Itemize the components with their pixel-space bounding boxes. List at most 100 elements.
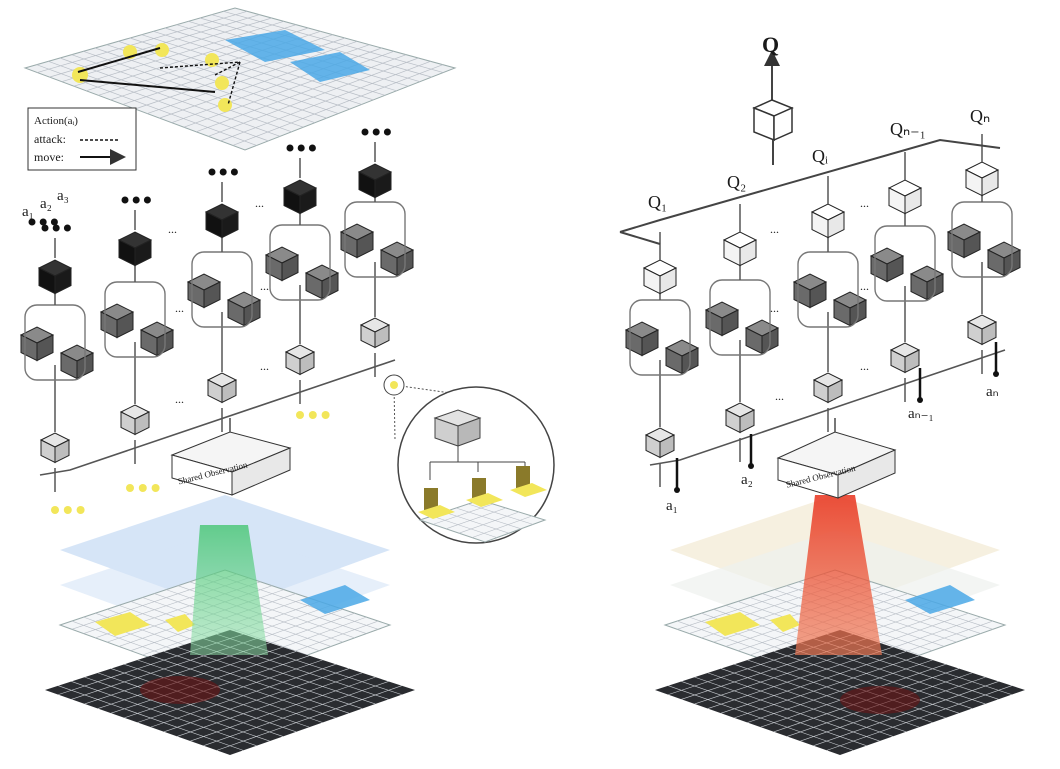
q-value-cube — [887, 179, 923, 215]
unit-region — [770, 614, 800, 632]
game-scene-blob — [140, 676, 220, 704]
left-agent-network: .................. — [19, 128, 415, 514]
attack-line — [227, 61, 241, 106]
game-screen-plane — [45, 630, 415, 755]
hidden-cube — [264, 246, 300, 282]
hidden-cube — [59, 344, 95, 380]
right-panel: Shared Observation .................. Q … — [619, 32, 1025, 755]
ellipsis-text: ... — [255, 196, 264, 210]
right-action-a1: a₁ — [666, 498, 678, 514]
attack-line — [159, 61, 241, 69]
right-shared-observation: Shared Observation — [776, 431, 897, 499]
agent-dots — [126, 484, 160, 492]
unit-marker — [155, 43, 169, 57]
ellipsis-text: ... — [775, 389, 784, 403]
zoom-inset — [383, 374, 555, 544]
input-embedding-cube — [724, 402, 756, 434]
red-observation-beam — [795, 495, 882, 655]
input-embedding-cube — [359, 317, 391, 349]
hidden-cube — [946, 223, 982, 259]
left-action-labels: a₁ a₂ a₃ — [22, 188, 69, 220]
hidden-cube — [664, 339, 700, 375]
blue-region — [290, 52, 370, 82]
q-value-cube — [810, 203, 846, 239]
blue-region — [225, 30, 325, 62]
action-head-cube — [357, 163, 393, 199]
action-head-cube — [117, 231, 153, 267]
hidden-cube — [832, 291, 868, 327]
hidden-cube — [304, 264, 340, 300]
q-label-n: Qₙ — [970, 106, 990, 126]
input-embedding-cube — [812, 372, 844, 404]
ellipsis-text: ... — [770, 301, 779, 315]
agent-dots — [51, 506, 85, 514]
input-embedding-cube — [119, 404, 151, 436]
action-head-cube — [37, 259, 73, 295]
legend-move-label: move: — [34, 150, 64, 164]
hidden-cube — [744, 319, 780, 355]
game-scene-blob — [840, 686, 920, 714]
unit-region — [705, 612, 760, 636]
hidden-cube — [909, 265, 945, 301]
hidden-cube — [186, 273, 222, 309]
output-dots — [121, 196, 151, 204]
input-embedding-cube — [206, 372, 238, 404]
ellipsis-text: ... — [260, 359, 269, 373]
hidden-cube — [986, 241, 1022, 277]
unit-marker — [218, 98, 232, 112]
hidden-cube — [139, 321, 175, 357]
hidden-cube — [869, 247, 905, 283]
hidden-cube — [704, 301, 740, 337]
left-shared-observation: Shared Observation — [170, 431, 292, 496]
blue-region — [905, 585, 975, 614]
hidden-cube — [792, 273, 828, 309]
ellipsis-text: ... — [175, 301, 184, 315]
q-value-cube — [722, 231, 758, 267]
move-arrow — [79, 79, 216, 93]
observation-bus — [39, 359, 396, 476]
agent-dots — [296, 411, 330, 419]
q-value-cube — [642, 259, 678, 295]
action-legend: Action(aᵢ) attack: move: — [27, 107, 137, 171]
unit-marker — [215, 76, 229, 90]
input-embedding-cube — [644, 427, 676, 459]
output-dots — [41, 224, 71, 232]
left-panel: Action(aᵢ) attack: move: Shared Observ — [19, 7, 555, 755]
right-agent-network: .................. — [624, 134, 1022, 487]
blue-region — [300, 585, 370, 614]
legend-title: Action(aᵢ) — [34, 115, 78, 127]
hidden-cube — [99, 303, 135, 339]
action-head-cube — [282, 179, 318, 215]
output-dots — [28, 218, 58, 226]
unit-region — [95, 612, 150, 636]
ellipsis-text: ... — [860, 359, 869, 373]
q-label-i: Qᵢ — [812, 146, 828, 166]
q-label-1: Q₁ — [648, 192, 667, 212]
right-action-an: aₙ — [986, 384, 999, 400]
game-screen-plane — [655, 630, 1025, 755]
move-arrow — [77, 47, 161, 73]
q-label-2: Q₂ — [727, 172, 746, 192]
observation-bus — [649, 349, 1006, 466]
input-embedding-cube — [284, 344, 316, 376]
q-total-node: Q — [752, 32, 794, 165]
right-layer-stack — [655, 495, 1025, 755]
left-layer-stack — [45, 495, 415, 755]
q-total-label: Q — [762, 32, 779, 57]
right-action-an-1: aₙ₋₁ — [908, 406, 934, 422]
mixing-bus-line — [619, 138, 1001, 233]
hidden-cube — [624, 321, 660, 357]
legend-attack-label: attack: — [34, 132, 66, 146]
input-embedding-cube — [966, 314, 998, 346]
action-label-a2: a₂ — [40, 196, 52, 212]
hidden-cube — [19, 326, 55, 362]
right-action-inputs: a₁ a₂ aₙ₋₁ aₙ — [666, 342, 999, 514]
input-embedding-cube — [39, 432, 71, 464]
ellipsis-text: ... — [175, 392, 184, 406]
unit-region — [165, 614, 195, 632]
top-map-grid — [23, 7, 457, 151]
hidden-cube — [339, 223, 375, 259]
ellipsis-text: ... — [260, 279, 269, 293]
